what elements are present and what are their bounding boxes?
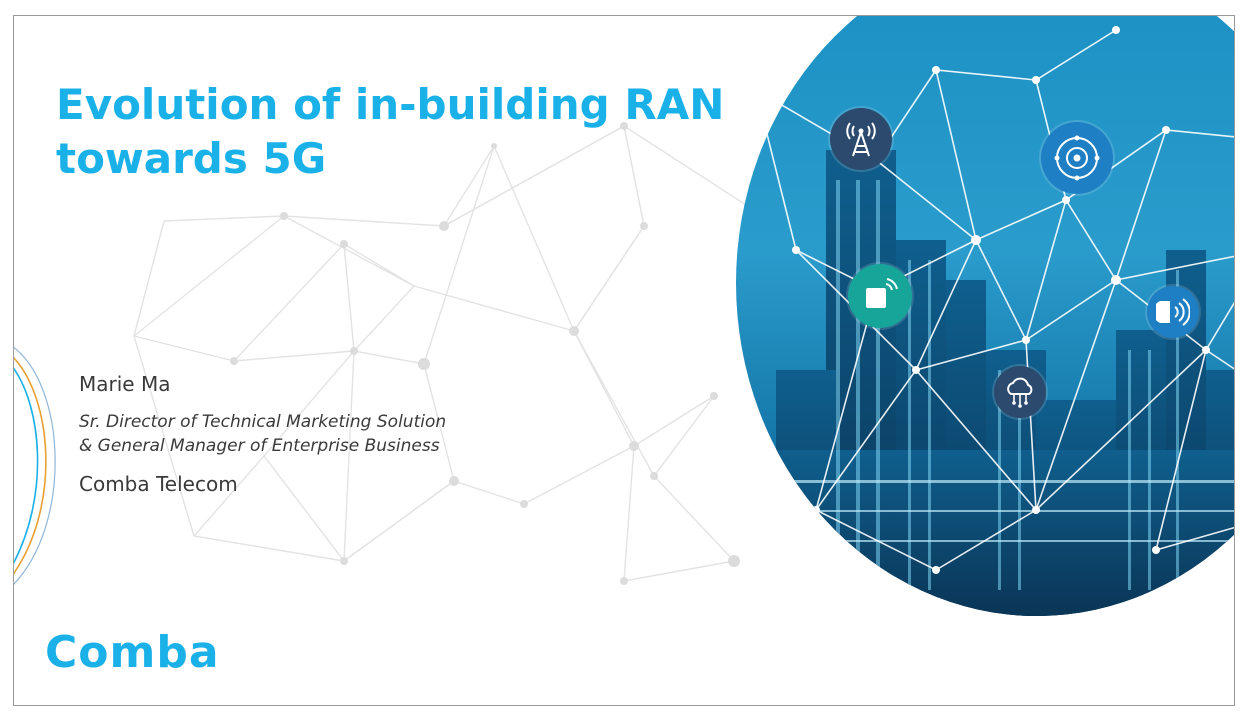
speaker-signal-icon <box>1147 286 1199 338</box>
presenter-role-line-1: Sr. Director of Technical Marketing Solu… <box>79 412 447 432</box>
presenter-name: Marie Ma <box>79 372 171 396</box>
decorative-arcs <box>14 346 56 585</box>
comba-logo: Comba <box>45 627 220 678</box>
presenter-role-line-2: & General Manager of Enterprise Business <box>79 436 440 456</box>
presenter-info: Marie Ma Sr. Director of Technical Marke… <box>79 372 446 496</box>
title-line-1: Evolution of in-building RAN <box>56 80 725 129</box>
cloud-network-icon <box>994 366 1046 418</box>
target-icon <box>1041 122 1113 194</box>
title-line-2: towards 5G <box>56 134 327 183</box>
page-title: Evolution of in-building RAN towards 5G <box>56 78 756 186</box>
antenna-tower-icon <box>830 108 892 170</box>
presenter-company: Comba Telecom <box>79 472 238 496</box>
wireless-chip-icon <box>848 264 912 328</box>
slide: Evolution of in-building RAN towards 5G … <box>13 15 1235 706</box>
background-network-pattern <box>133 122 795 585</box>
city-network-image <box>736 16 1234 616</box>
